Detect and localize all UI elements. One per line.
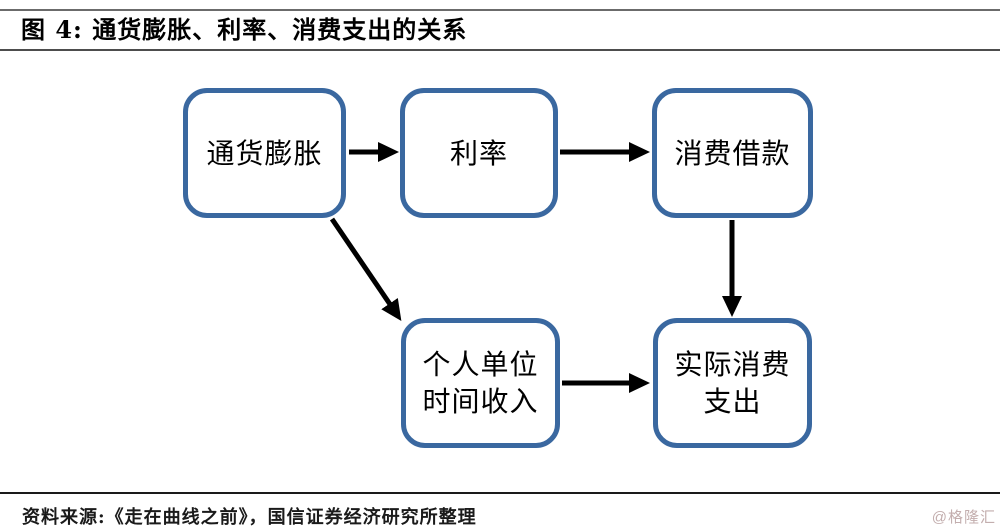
figure-title: 图 4: 通货膨胀、利率、消费支出的关系 [21, 15, 468, 44]
node-inflation: 通货膨胀 [183, 88, 346, 218]
node-actual-spending: 实际消费 支出 [653, 318, 812, 448]
node-consumer-borrowing-label: 消费借款 [674, 137, 791, 169]
watermark-gelonghui: @格隆汇 [931, 509, 996, 526]
title-underline-rule [0, 49, 1000, 51]
node-inflation-label: 通货膨胀 [206, 137, 323, 169]
edge-inflation-to-personal-income-arrow [329, 217, 402, 321]
node-interest-rate-label: 利率 [449, 137, 508, 169]
top-rule [0, 9, 1000, 11]
bottom-rule [0, 492, 1000, 494]
source-note: 资料来源:《走在曲线之前》，国信证券经济研究所整理 [22, 507, 477, 528]
node-personal-income: 个人单位 时间收入 [401, 318, 560, 448]
node-interest-rate: 利率 [400, 88, 558, 218]
node-actual-spending-label: 实际消费 支出 [674, 349, 791, 417]
node-consumer-borrowing: 消费借款 [652, 88, 813, 218]
node-personal-income-label: 个人单位 时间收入 [422, 349, 539, 417]
